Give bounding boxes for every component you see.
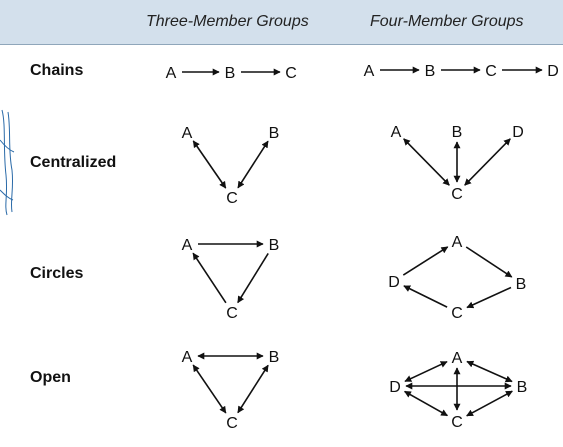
edge-circles-four-a-b [465,246,513,278]
edge-open-four-d-c [403,390,449,417]
node-circles-four-a: A [452,234,463,251]
node-centralized-four-c: C [451,186,463,203]
node-open-three-c: C [226,415,238,432]
edge-centralized-three-b-c [237,140,269,189]
row-label-centralized: Centralized [30,154,117,171]
node-chains-four-a: A [364,63,375,80]
node-open-three-a: A [182,349,193,366]
node-chains-four-b: B [425,63,436,80]
node-centralized-four-b: B [452,124,463,141]
edge-circles-four-d-a [402,246,449,276]
node-chains-three-a: A [166,65,177,82]
node-centralized-three-a: A [182,125,193,142]
edge-circles-four-b-c [466,286,512,309]
edge-circles-three-c-a [192,252,227,304]
node-circles-four-d: D [388,274,400,291]
node-chains-four-d: D [547,63,559,80]
column-header-four-member: Four-Member Groups [370,13,524,30]
node-circles-three-b: B [269,237,280,254]
edge-circles-four-c-d [403,285,448,308]
node-centralized-four-d: D [512,124,524,141]
edge-circles-three-b-c [237,252,269,304]
node-open-four-c: C [451,414,463,431]
node-chains-four-c: C [485,63,497,80]
edge-centralized-four-a-c [403,138,450,186]
row-label-circles: Circles [30,265,84,282]
edge-open-three-b-c [237,364,269,414]
row-label-chains: Chains [30,62,84,79]
node-open-four-d: D [389,379,401,396]
header-rule [0,44,563,45]
edge-centralized-four-d-c [464,138,511,186]
edge-open-four-b-c [466,390,513,417]
node-centralized-four-a: A [391,124,402,141]
edge-open-four-a-d [404,360,448,383]
node-open-four-b: B [517,379,528,396]
header-band [0,0,563,44]
node-centralized-three-c: C [226,190,238,207]
node-circles-three-c: C [226,305,238,322]
node-open-three-b: B [269,349,280,366]
node-centralized-three-b: B [269,125,280,142]
edge-centralized-three-a-c [192,140,227,189]
edge-open-three-a-c [192,364,227,414]
row-label-open: Open [30,369,71,386]
column-header-three-member: Three-Member Groups [146,13,309,30]
node-open-four-a: A [452,350,463,367]
node-circles-four-b: B [516,276,527,293]
node-circles-four-c: C [451,305,463,322]
node-chains-three-c: C [285,65,297,82]
partial-figure-illustration [0,109,15,216]
node-chains-three-b: B [225,65,236,82]
node-circles-three-a: A [182,237,193,254]
edge-open-four-a-b [466,360,513,383]
